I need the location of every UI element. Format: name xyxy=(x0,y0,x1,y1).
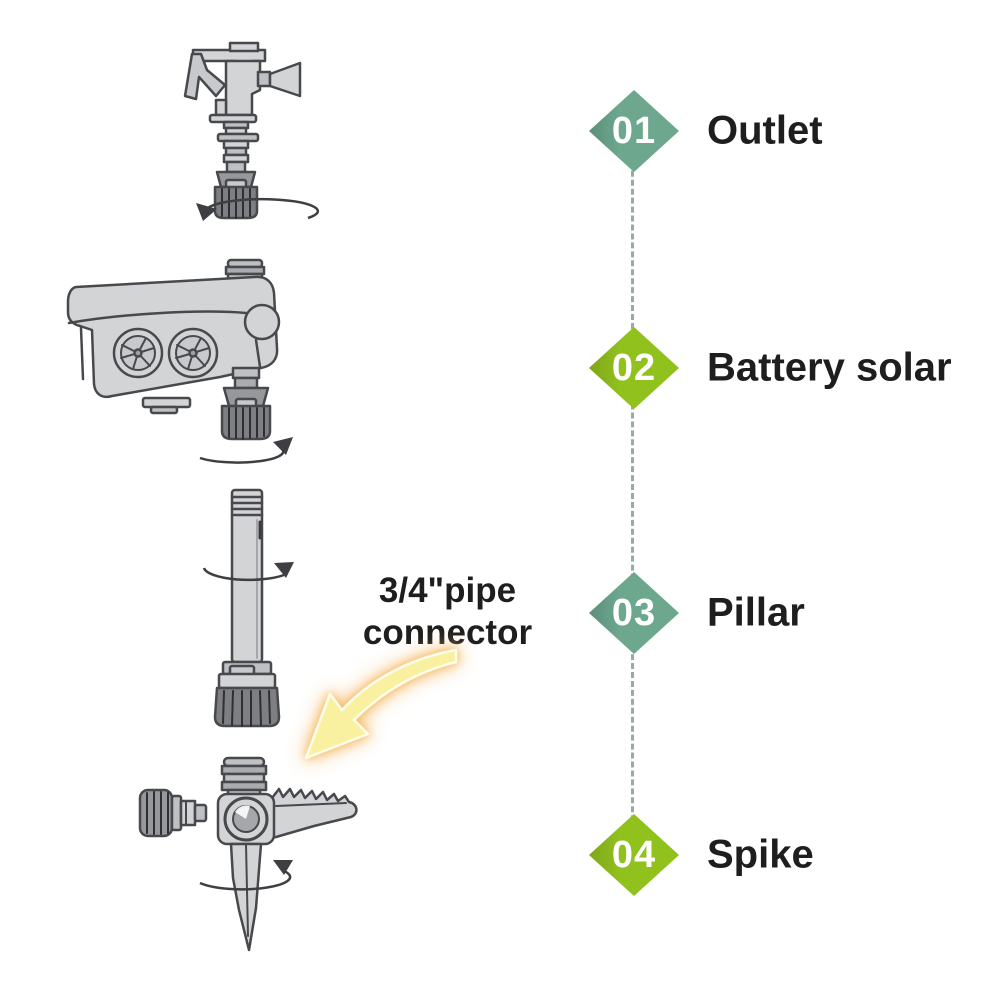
step-label-pillar: Pillar xyxy=(707,590,805,635)
step-number: 04 xyxy=(611,833,657,876)
spike-icon xyxy=(138,756,358,952)
pillar-drawing xyxy=(190,478,310,738)
rotation-arrow-icon xyxy=(199,437,293,464)
dial-icon xyxy=(112,327,164,379)
spike-drawing xyxy=(118,738,388,968)
annotation-line-1: 3/4"pipe xyxy=(378,571,517,610)
battery-unit-icon xyxy=(66,258,281,441)
step-diamond-04: 04 xyxy=(589,814,679,896)
step-number: 01 xyxy=(611,109,657,152)
step-diamond-02: 02 xyxy=(589,327,679,409)
step-label-spike: Spike xyxy=(707,832,814,877)
step-label-outlet: Outlet xyxy=(707,108,823,153)
battery-solar-drawing xyxy=(50,250,300,472)
step-diamond-03: 03 xyxy=(589,572,679,654)
rotation-arrow-icon xyxy=(196,197,320,221)
outlet-drawing xyxy=(140,30,340,245)
rotation-arrow-icon xyxy=(199,860,293,891)
annotation-line-2: connector xyxy=(362,613,533,652)
pipe-connector-annotation: 3/4"pipe connector xyxy=(335,570,560,654)
connector-line xyxy=(631,135,634,857)
rotation-arrow-icon xyxy=(202,562,294,582)
highlight-arrow-icon xyxy=(290,628,475,778)
sprinkler-head-icon xyxy=(183,41,302,220)
step-label-battery-solar: Battery solar xyxy=(707,345,952,390)
hose-connector-icon xyxy=(138,788,208,838)
step-number: 02 xyxy=(611,346,657,389)
step-diamond-01: 01 xyxy=(589,90,679,172)
pipe-icon xyxy=(213,488,281,728)
highlight-arrow-path xyxy=(304,648,458,760)
step-number: 03 xyxy=(611,591,657,634)
dial-icon xyxy=(167,327,219,379)
